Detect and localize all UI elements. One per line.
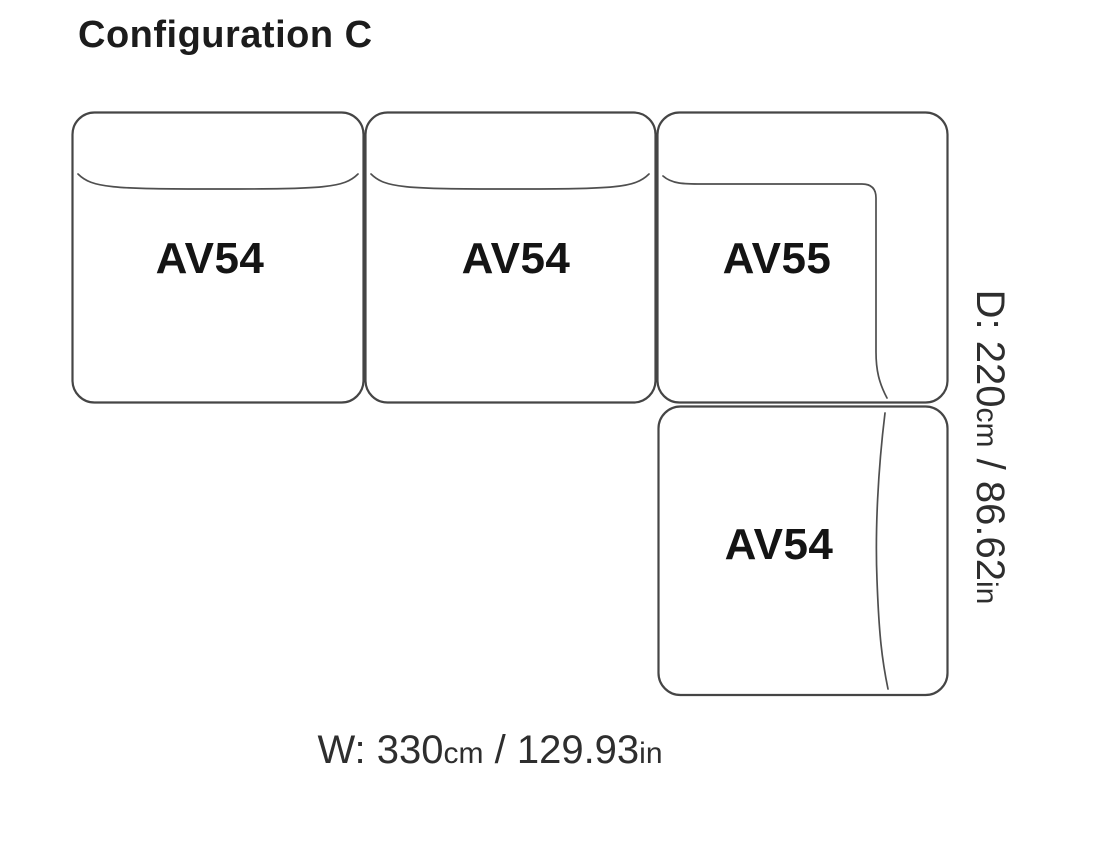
module-av54-2-seam — [370, 173, 650, 190]
module-av55-corner-seam — [662, 175, 888, 399]
module-av54-1-outline — [71, 111, 365, 404]
depth-cm-value: 220 — [968, 340, 1012, 408]
width-separator: / — [483, 728, 517, 772]
module-av54-1-seam — [77, 173, 359, 190]
depth-in-value: 86.62 — [968, 480, 1012, 581]
page-title: Configuration C — [78, 14, 373, 56]
width-cm-unit: cm — [443, 737, 484, 770]
depth-dimension-label: D: 220cm / 86.62in — [968, 289, 1012, 605]
module-av55-outline — [656, 111, 949, 404]
depth-cm-unit: cm — [970, 407, 1003, 448]
width-prefix: W: — [317, 728, 377, 772]
width-in-value: 129.93 — [516, 728, 640, 772]
width-dimension-label: W: 330cm / 129.93in — [317, 730, 662, 770]
module-av54-3-outline — [657, 405, 949, 697]
module-label-av55: AV55 — [722, 234, 832, 283]
depth-in-unit: in — [970, 580, 1003, 605]
module-av54-3-seam — [875, 412, 889, 690]
depth-prefix: D: — [968, 289, 1012, 341]
module-label-av54-1: AV54 — [155, 234, 265, 283]
module-label-av54-3: AV54 — [724, 520, 834, 569]
depth-separator: / — [968, 447, 1012, 481]
width-cm-value: 330 — [376, 728, 444, 772]
width-in-unit: in — [639, 737, 663, 770]
module-av54-2-outline — [364, 111, 657, 404]
module-label-av54-2: AV54 — [461, 234, 571, 283]
